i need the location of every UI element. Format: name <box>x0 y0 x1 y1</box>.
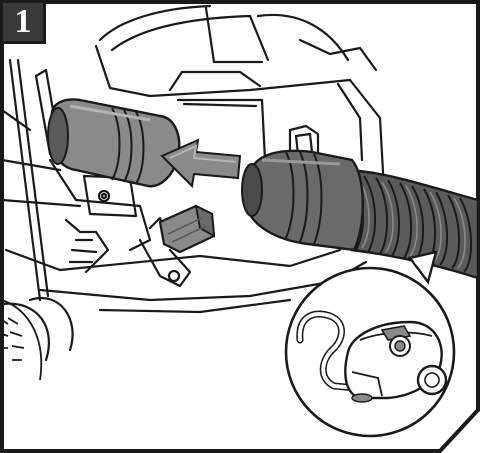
latch-handle <box>158 204 216 254</box>
machine-connector <box>47 98 181 188</box>
arrow-left-icon <box>160 138 242 189</box>
hose <box>241 149 480 280</box>
step-number: 1 <box>14 3 32 40</box>
step-number-badge: 1 <box>0 0 46 44</box>
vacuum-cleaner-icon <box>284 250 456 438</box>
left-wheel <box>1 299 43 381</box>
